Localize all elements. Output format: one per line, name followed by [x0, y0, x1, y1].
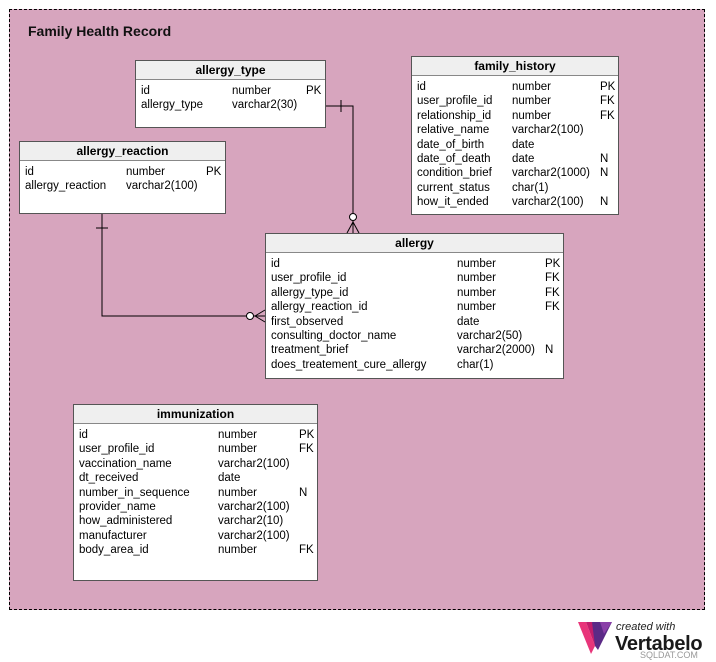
watermark-text: SQLDAT.COM [640, 650, 698, 660]
table-title: allergy_reaction [20, 142, 225, 161]
table-title: family_history [412, 57, 618, 76]
diagram-title: Family Health Record [28, 23, 172, 39]
table-title: allergy [266, 234, 563, 253]
table-title: immunization [74, 405, 317, 424]
brand-name[interactable]: Vertabelo [615, 633, 703, 655]
brand-tagline: created with [616, 621, 676, 633]
table-title: allergy_type [136, 61, 325, 80]
vertabelo-logo-icon [578, 622, 612, 654]
